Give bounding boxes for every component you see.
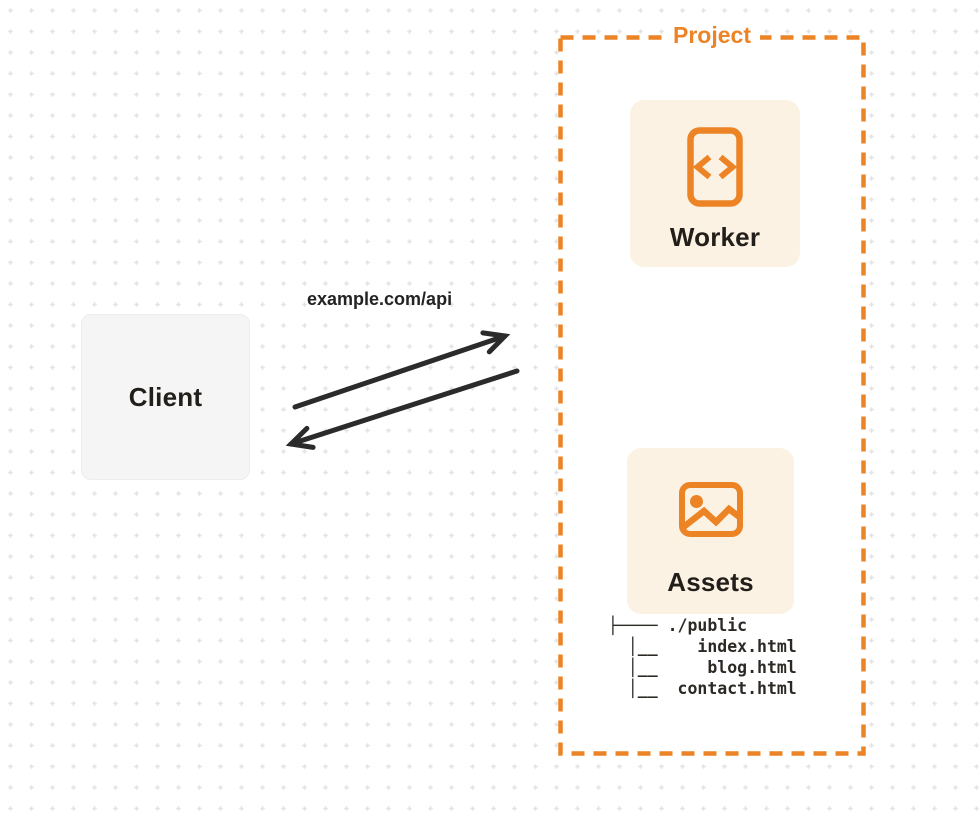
- image-icon: [678, 482, 743, 537]
- request-url-label: example.com/api: [307, 289, 453, 309]
- code-icon: [687, 127, 743, 207]
- assets-label: Assets: [667, 567, 754, 597]
- file-tree: ├──── ./public │__ index.html │__ blog.h…: [608, 616, 797, 698]
- project-container: Project Worker Assets ├──── ./publi: [558, 20, 866, 756]
- client-node: Client: [81, 314, 250, 480]
- project-title: Project: [664, 20, 760, 50]
- assets-node: Assets: [627, 448, 794, 614]
- worker-node: Worker: [630, 100, 800, 267]
- worker-label: Worker: [669, 222, 761, 252]
- client-label: Client: [128, 381, 203, 412]
